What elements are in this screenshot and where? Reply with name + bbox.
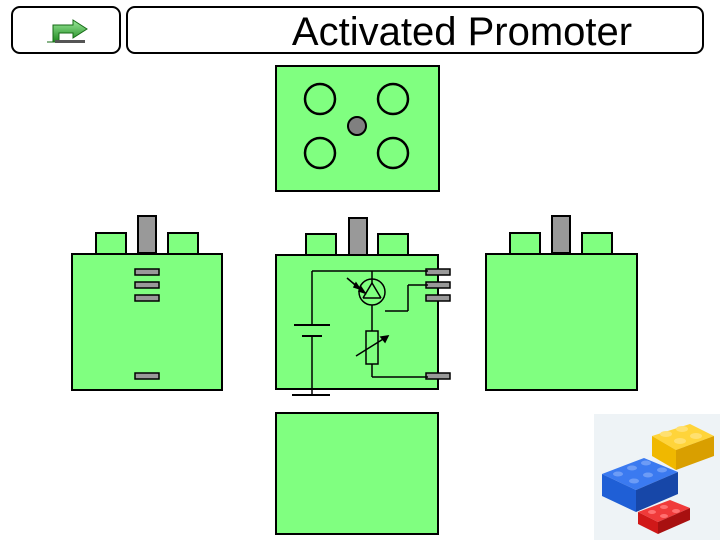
red-brick: [638, 500, 690, 534]
contact: [134, 294, 160, 302]
contact: [425, 281, 451, 289]
stud: [305, 233, 337, 256]
go-forward-arrow-icon: [47, 19, 88, 43]
top-hole: [303, 136, 337, 170]
page-title: Activated Promoter: [291, 10, 633, 54]
top-hole: [376, 82, 410, 116]
top-hole: [303, 82, 337, 116]
stud: [95, 232, 127, 255]
blue-brick: [602, 458, 678, 512]
title-bar: Activated Promoter: [126, 6, 704, 54]
top-view: [275, 65, 440, 192]
left-side-view: [71, 215, 223, 391]
circuit: [292, 270, 428, 396]
right-side-view: [485, 215, 638, 391]
bottom-view: [275, 412, 439, 535]
contact: [425, 268, 451, 276]
nav-forward-button[interactable]: [11, 6, 121, 54]
contact: [425, 294, 451, 302]
contact: [134, 268, 160, 276]
top-hole: [376, 136, 410, 170]
stud: [377, 233, 409, 256]
contact: [134, 372, 160, 380]
stud: [167, 232, 199, 255]
top-center-pin: [347, 116, 367, 136]
yellow-brick: [652, 424, 714, 470]
stud: [509, 232, 541, 255]
contact: [134, 281, 160, 289]
pin: [137, 215, 157, 254]
stud: [581, 232, 613, 255]
pin: [348, 217, 368, 256]
pin: [551, 215, 571, 254]
contact: [425, 372, 451, 380]
lego-bricks-photo: [594, 414, 720, 540]
front-view: [275, 217, 451, 396]
